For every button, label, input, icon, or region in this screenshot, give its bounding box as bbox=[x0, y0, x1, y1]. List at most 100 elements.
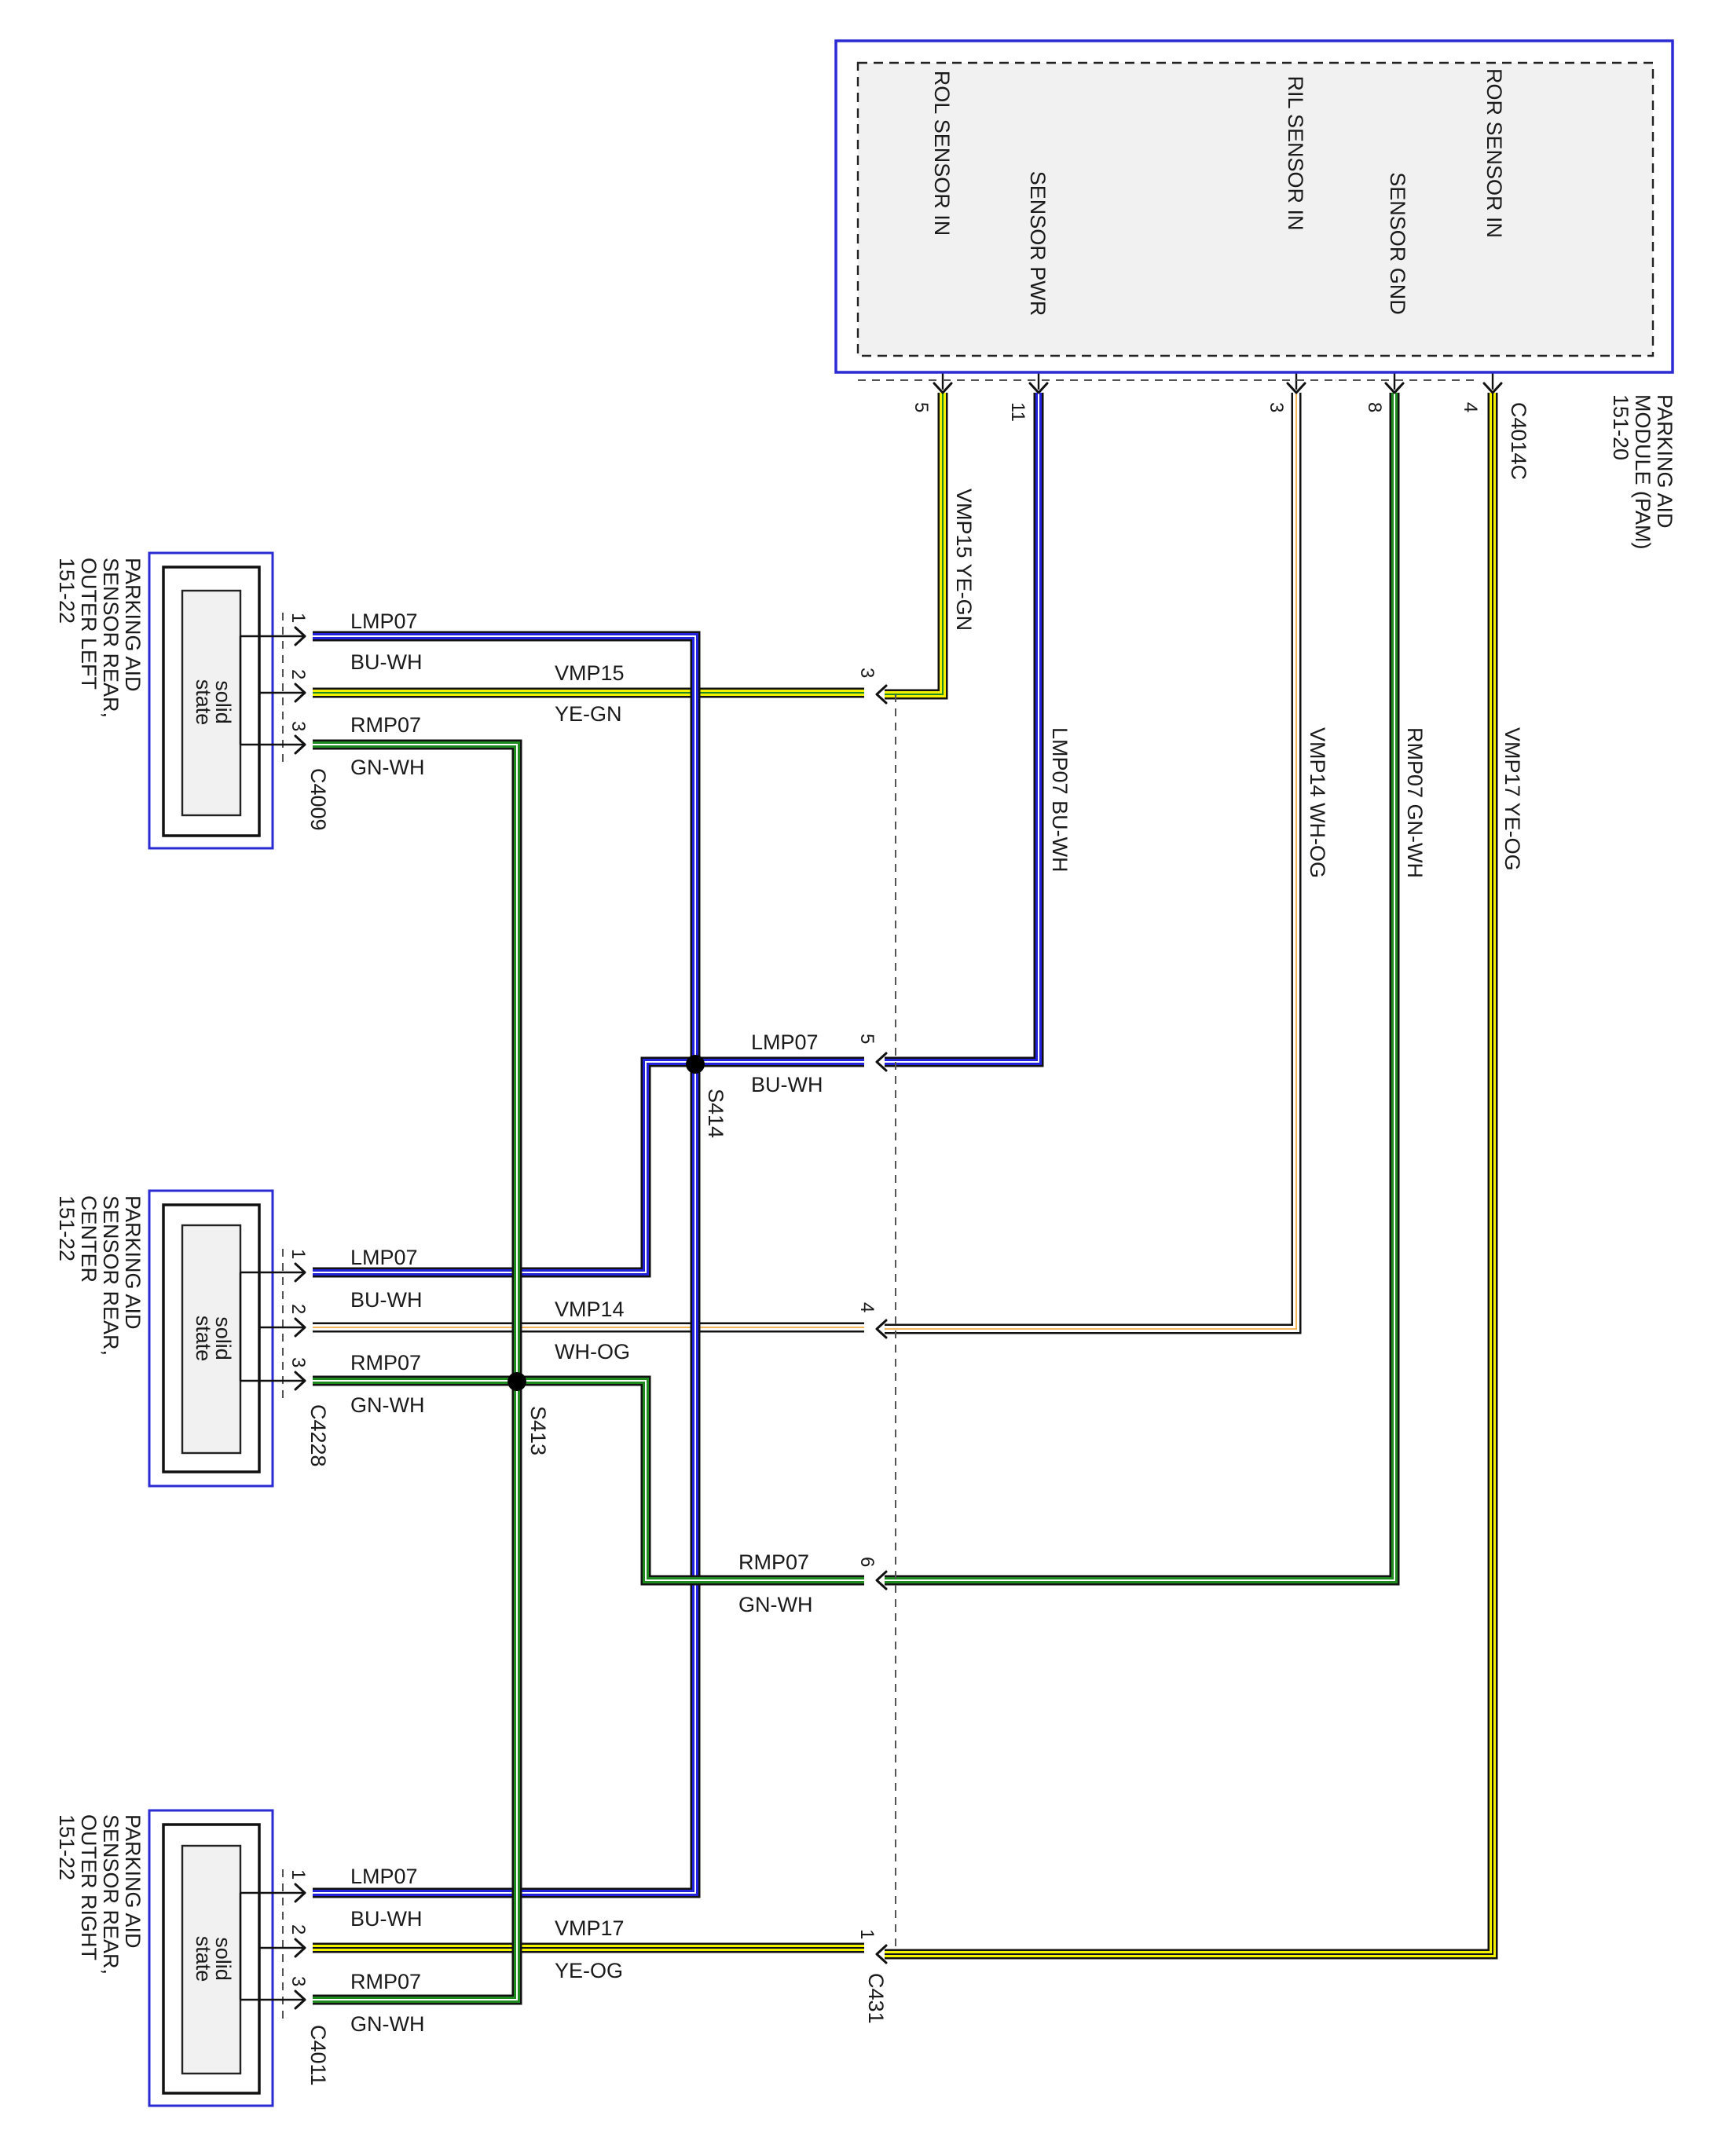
module-pin-arrow-4 bbox=[1384, 382, 1405, 394]
sensor-outer-left-title-1: PARKING AID bbox=[121, 558, 145, 692]
c431-lmp07-color: BU-WH bbox=[751, 1073, 823, 1096]
harness-lmp07-circuit: LMP07 bbox=[1048, 727, 1072, 795]
module-connector-label: C4014C bbox=[1507, 402, 1530, 480]
wire-rmp07-center bbox=[313, 1375, 864, 1586]
c431-rmp07-color: GN-WH bbox=[738, 1593, 812, 1616]
harness-lmp07-color: BU-WH bbox=[1048, 800, 1072, 872]
module-title-line2: MODULE (PAM) bbox=[1631, 394, 1655, 550]
harness-vmp15-label: VMP15 YE-GN bbox=[952, 489, 976, 631]
ce-pin3-circuit: RMP07 bbox=[350, 1351, 421, 1374]
wire-vmp15-harness bbox=[885, 393, 948, 700]
sensor-center-page-ref: 151-22 bbox=[55, 1195, 79, 1261]
sensor-outer-left-title-3: OUTER LEFT bbox=[77, 558, 101, 690]
sensor-center-title-3: CENTER bbox=[77, 1195, 101, 1283]
wire-vmp14-harness bbox=[885, 393, 1302, 1334]
module-pin-label-ril: RIL SENSOR IN bbox=[1284, 75, 1307, 230]
ol-pin3-circuit: RMP07 bbox=[350, 713, 421, 737]
module-pin-arrow-2 bbox=[1028, 382, 1049, 394]
sensor-center-title-1: PARKING AID bbox=[121, 1195, 145, 1330]
harness-rmp07-label: RMP07 GN-WH bbox=[1403, 727, 1427, 878]
harness-vmp14-label: VMP14 WH-OG bbox=[1306, 727, 1329, 878]
sensor-outer-right-title-3: OUTER RIGHT bbox=[77, 1814, 101, 1960]
or-pin3-circuit: RMP07 bbox=[350, 1970, 421, 1993]
sensor-ce-pin-number-1: 1 bbox=[288, 1249, 309, 1259]
sensor-center-connector: C4228 bbox=[306, 1404, 330, 1467]
sensor-outer-left: solid state PARKING AID SENSOR REAR, OUT… bbox=[55, 551, 330, 850]
sensor-outer-left-inner-label-1: solid bbox=[211, 680, 235, 724]
ce-pin2-circuit: VMP14 bbox=[555, 1298, 625, 1321]
c431-pin-arrow-4 bbox=[875, 1570, 888, 1590]
ol-pin3-color: GN-WH bbox=[350, 756, 424, 779]
wire-layer bbox=[313, 357, 1503, 2005]
module-pin-label-sensor-pwr: SENSOR PWR bbox=[1026, 171, 1050, 317]
module-pin-label-sensor-gnd: SENSOR GND bbox=[1386, 172, 1409, 315]
harness-wire-labels: VMP15 YE-GN LMP07 BU-WH VMP14 WH-OG RMP0… bbox=[952, 489, 1524, 878]
or-pin2-color: YE-OG bbox=[555, 1959, 623, 1982]
module-pin-number-4: 4 bbox=[1460, 402, 1481, 412]
ol-pin1-circuit: LMP07 bbox=[350, 609, 418, 633]
sensor-outer-left-title-2: SENSOR REAR, bbox=[99, 558, 123, 718]
or-pin2-circuit: VMP17 bbox=[555, 1916, 625, 1940]
sensor-ol-pin-number-2: 2 bbox=[288, 669, 309, 679]
sensor-ce-pin-number-2: 2 bbox=[288, 1304, 309, 1314]
c431-pin-arrow-1 bbox=[875, 684, 888, 705]
module-pin-label-ror: ROR SENSOR IN bbox=[1482, 68, 1506, 238]
wire-lmp07-harness bbox=[885, 393, 1044, 1067]
harness-vmp17-circuit: VMP17 bbox=[1501, 727, 1524, 797]
sensor-or-arrow-3 bbox=[294, 1989, 306, 2010]
c431-pin-6: 6 bbox=[856, 1557, 878, 1567]
harness-vmp14-color: WH-OG bbox=[1306, 803, 1329, 878]
module-pin-number-8: 8 bbox=[1364, 402, 1385, 412]
wire-lmp07-center bbox=[313, 1056, 695, 1278]
harness-rmp07-circuit: RMP07 bbox=[1403, 727, 1427, 798]
sensor-or-arrow-2 bbox=[294, 1938, 306, 1958]
harness-rmp07-color: GN-WH bbox=[1403, 804, 1427, 878]
splice-s413: S413 bbox=[508, 1372, 550, 1455]
ol-pin1-color: BU-WH bbox=[350, 650, 422, 674]
sensor-center: solid state PARKING AID SENSOR REAR, CEN… bbox=[55, 1189, 330, 1488]
module-pin-number-3: 3 bbox=[1266, 402, 1287, 412]
module-pin-arrow-3 bbox=[1286, 382, 1306, 394]
c431-lmp07-circuit: LMP07 bbox=[751, 1030, 819, 1054]
sensor-ol-arrow-3 bbox=[294, 734, 306, 755]
module-pin-arrow-5 bbox=[1482, 382, 1503, 394]
splice-s414: S414 bbox=[686, 1055, 727, 1138]
sensor-outer-right: solid state PARKING AID SENSOR REAR, OUT… bbox=[55, 1809, 330, 2107]
sensor-outer-left-inner-label-2: state bbox=[192, 679, 215, 726]
wire-rmp07-harness bbox=[885, 393, 1400, 1586]
sensor-ol-arrow-2 bbox=[294, 683, 306, 703]
sensor-center-title-2: SENSOR REAR, bbox=[99, 1195, 123, 1356]
harness-vmp17-color: YE-OG bbox=[1501, 803, 1524, 871]
harness-vmp17-label: VMP17 YE-OG bbox=[1501, 727, 1524, 871]
sensor-outer-right-connector: C4011 bbox=[306, 2025, 330, 2086]
harness-vmp15-color: YE-GN bbox=[952, 564, 976, 631]
c431-pin-arrow-5 bbox=[875, 1944, 888, 1964]
sensor-or-pin-number-2: 2 bbox=[288, 1924, 309, 1935]
sensor-outer-right-title-2: SENSOR REAR, bbox=[99, 1814, 123, 1975]
sensor-ce-pin-number-3: 3 bbox=[288, 1357, 309, 1367]
sensor-ce-arrow-2 bbox=[294, 1317, 306, 1338]
ce-pin2-color: WH-OG bbox=[555, 1340, 630, 1364]
module-pin-arrow-1 bbox=[933, 382, 953, 394]
sensor-ol-arrow-1 bbox=[294, 626, 306, 646]
splice-s413-label: S413 bbox=[526, 1406, 550, 1455]
module-pin-number-5: 5 bbox=[911, 402, 932, 412]
sensor-ol-pin-number-3: 3 bbox=[288, 721, 309, 731]
sensor-center-inner-label-1: solid bbox=[211, 1316, 235, 1360]
splice-s414-label: S414 bbox=[704, 1089, 727, 1138]
sensor-or-arrow-1 bbox=[294, 1883, 306, 1903]
c431-pin-4: 4 bbox=[856, 1302, 878, 1312]
sensor-outer-right-inner-label-2: state bbox=[192, 1936, 215, 1982]
sensor-outer-right-page-ref: 151-22 bbox=[55, 1814, 79, 1880]
sensor-center-inner-label-2: state bbox=[192, 1316, 215, 1362]
sensor-wire-labels: LMP07 BU-WH RMP07 GN-WH VMP15 YE-GN LMP0… bbox=[350, 609, 823, 2036]
module-pin-number-11: 11 bbox=[1007, 402, 1028, 422]
wire-lmp07-bus bbox=[313, 631, 701, 1898]
parking-aid-module: ROL SENSOR IN SENSOR PWR RIL SENSOR IN S… bbox=[834, 39, 1677, 550]
ol-pin2-color: YE-GN bbox=[555, 702, 622, 726]
sensor-or-pin-number-1: 1 bbox=[288, 1869, 309, 1880]
c431-pin-3: 3 bbox=[856, 668, 878, 678]
ce-pin1-circuit: LMP07 bbox=[350, 1246, 418, 1269]
